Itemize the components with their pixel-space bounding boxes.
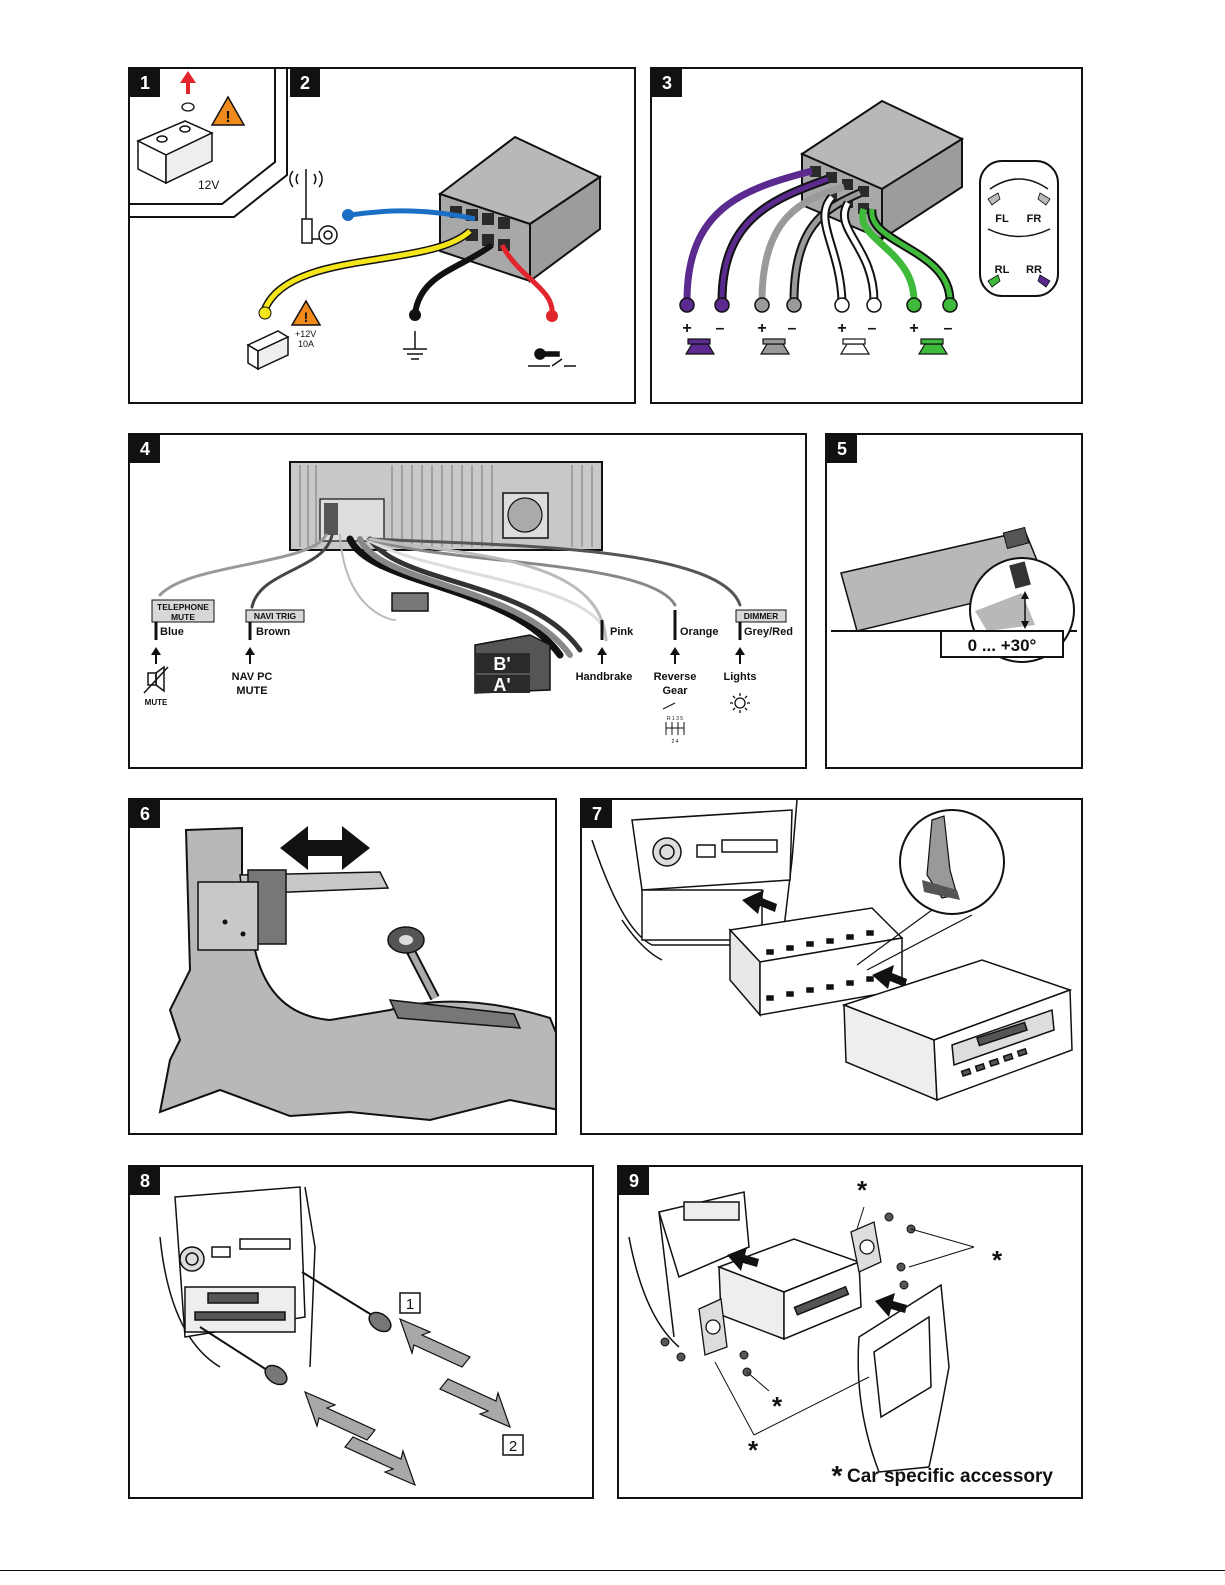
panel-4-drawing: B' A' TELEPHONE MUTE NAVI TRIG DIMMER Bl… <box>130 435 807 769</box>
gearshift-lever <box>388 927 520 1028</box>
polarity-plus: + <box>909 320 918 337</box>
car-label-fl: FL <box>995 213 1009 225</box>
panel-6: 6 <box>128 798 557 1135</box>
sun-lights-icon <box>730 693 750 713</box>
car-top-view: FL FR RL RR <box>980 161 1058 296</box>
battery-icon <box>138 121 212 183</box>
polarity-plus: + <box>682 320 691 337</box>
wire-greyred-label: Grey/Red <box>744 626 793 638</box>
battery-voltage-label: 12V <box>198 178 219 192</box>
tag-navi-trig: NAVI TRIG <box>246 610 304 622</box>
car-label-fr: FR <box>1027 213 1042 225</box>
panel-1: 1 ! 12V <box>130 69 280 199</box>
panel-3: 3 <box>650 67 1083 404</box>
release-key-2 <box>200 1327 290 1388</box>
reverse-label: Reverse <box>654 671 697 683</box>
panel-number-2: 2 <box>290 69 320 97</box>
asterisk-marker: * <box>832 1460 843 1491</box>
speaker-icon <box>761 339 789 354</box>
iso-plug-ba: B' A' <box>475 635 550 695</box>
svg-text:1: 1 <box>406 1296 414 1313</box>
release-key-1 <box>302 1272 394 1335</box>
footer-rule <box>0 1570 1225 1571</box>
trim-frame <box>858 1285 949 1472</box>
polarity-minus: – <box>944 320 953 337</box>
radio-rear-panel <box>290 462 602 550</box>
svg-text:MUTE: MUTE <box>171 612 195 622</box>
mounting-rod <box>198 870 388 950</box>
polarity-plus: + <box>757 320 766 337</box>
svg-text:2: 2 <box>509 1438 517 1455</box>
pull-arrows-icon <box>305 1319 510 1485</box>
accessory-note: Car specific accessory <box>847 1466 1053 1487</box>
panel-3-drawing: + – + – + – + – FL FR <box>652 69 1083 404</box>
mute-icon-label: MUTE <box>145 698 168 707</box>
gear-positions-top: R 1 3 5 <box>667 716 683 722</box>
panel-9: 9 <box>617 1165 1083 1499</box>
panel-8: 8 1 2 <box>128 1165 594 1499</box>
tag-telephone-mute: TELEPHONE MUTE <box>152 600 214 622</box>
wire-orange-label: Orange <box>680 626 719 638</box>
car-label-rr: RR <box>1026 264 1042 276</box>
handbrake-label: Handbrake <box>576 671 633 683</box>
panel-5-drawing: 0 ... +30° <box>827 435 1083 769</box>
connector-b-label: B' <box>493 654 510 674</box>
fuse-voltage-label: +12V <box>295 329 316 339</box>
panel-4: 4 <box>128 433 807 769</box>
speaker-icon <box>841 339 869 354</box>
ground-icon <box>403 331 427 359</box>
speaker-icon <box>919 339 947 354</box>
warning-icon: ! <box>292 301 320 325</box>
antenna-icon <box>290 169 337 244</box>
ignition-key-icon <box>528 349 576 366</box>
panel-9-drawing: * * * * * Car specific accessory <box>619 1167 1083 1499</box>
panel-5: 5 0 ... +30° <box>825 433 1083 769</box>
asterisk-marker: * <box>772 1391 783 1421</box>
step-box-2: 2 <box>503 1435 523 1455</box>
tag-dimmer: DIMMER <box>736 610 786 622</box>
svg-text:NAVI TRIG: NAVI TRIG <box>254 611 297 621</box>
svg-text:DIMMER: DIMMER <box>744 611 778 621</box>
panel-7: 7 <box>580 798 1083 1135</box>
asterisk-marker: * <box>857 1175 868 1205</box>
dashboard-with-radio <box>160 1187 315 1367</box>
nav-pc-label: NAV PC <box>232 671 273 683</box>
polarity-minus: – <box>868 320 877 337</box>
speaker-icon <box>686 339 714 354</box>
panel-1-drawing: ! 12V <box>130 69 280 199</box>
panel-6-drawing <box>130 800 557 1135</box>
connector-a-label: A' <box>493 675 510 695</box>
gear-positions-bottom: 2 4 <box>672 739 679 745</box>
polarity-plus: + <box>837 320 846 337</box>
panel-8-drawing: 1 2 <box>130 1167 594 1499</box>
wire-pink-label: Pink <box>610 626 634 638</box>
polarity-minus: – <box>788 320 797 337</box>
wire-brown-label: Brown <box>256 626 291 638</box>
lights-label: Lights <box>724 671 757 683</box>
svg-text:!: ! <box>225 109 230 126</box>
warning-icon: ! <box>212 97 244 126</box>
car-label-rl: RL <box>995 264 1010 276</box>
step-box-1: 1 <box>400 1293 420 1313</box>
nav-pc-mute-label: MUTE <box>236 685 267 697</box>
inline-fuse <box>392 593 428 611</box>
asterisk-marker: * <box>748 1435 759 1465</box>
asterisk-marker: * <box>992 1245 1003 1275</box>
angle-label: 0 ... +30° <box>968 636 1037 655</box>
fuse-amp-label: 10A <box>298 339 314 349</box>
panel-7-drawing <box>582 800 1083 1135</box>
arrow-up-icon <box>180 71 196 83</box>
fused-battery-icon <box>248 331 288 369</box>
svg-text:TELEPHONE: TELEPHONE <box>157 602 209 612</box>
wire-blue-label: Blue <box>160 626 184 638</box>
double-arrow-icon <box>280 826 370 870</box>
reverse-gear-label: Gear <box>662 685 688 697</box>
mute-speaker-icon <box>144 667 168 693</box>
polarity-minus: – <box>716 320 725 337</box>
svg-text:!: ! <box>304 309 309 325</box>
